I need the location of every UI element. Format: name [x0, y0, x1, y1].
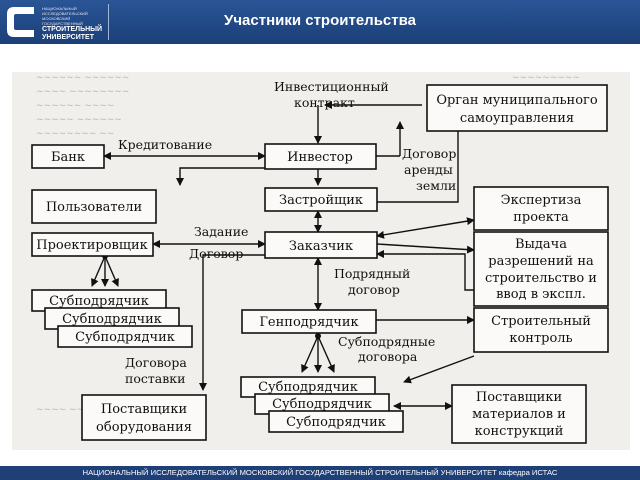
logo-small-text: НАЦИОНАЛЬНЫЙ ИССЛЕДОВАТЕЛЬСКИЙ МОСКОВСКИ…	[42, 6, 88, 26]
box-designer: Проектировщик	[31, 232, 154, 257]
label-assignment: Задание	[194, 224, 248, 239]
general-subcontractor-stack: Субподрядчик Субподрядчик Субподрядчик	[240, 376, 404, 433]
svg-text:~~~~ ~~: ~~~~ ~~	[36, 405, 84, 415]
svg-text:~~~~ ~~~~~~~~: ~~~~ ~~~~~~~~	[36, 87, 129, 97]
box-users: Пользователи	[31, 189, 157, 224]
box-permits-line-3: строительство и	[485, 271, 597, 286]
box-municipal: Орган муниципального самоуправления	[426, 84, 608, 132]
general-subcontractor-1: Субподрядчик	[258, 380, 358, 395]
box-bank-label: Банк	[51, 150, 85, 165]
general-subcontractor-3: Субподрядчик	[286, 415, 386, 430]
label-subcontracts-line-1: Субподрядные	[338, 334, 435, 349]
diagram-scan: ~~~~~~ ~~~~~~ ~~~~ ~~~~~~~~ ~~~~~~ ~~~~ …	[12, 72, 630, 450]
box-material-suppliers: Поставщики материалов и конструкций	[451, 384, 587, 444]
designer-subcontractor-stack: Субподрядчик Субподрядчик Субподрядчик	[31, 289, 193, 348]
box-investor: Инвестор	[264, 143, 377, 170]
label-supply-contracts-line-2: поставки	[125, 371, 185, 386]
background-scan-text: ~~~~~~ ~~~~~~ ~~~~ ~~~~~~~~ ~~~~~~ ~~~~ …	[36, 73, 580, 415]
label-contract: Договор	[189, 246, 243, 261]
box-developer-label: Застройщик	[279, 193, 363, 208]
box-expertise-line-2: проекта	[513, 210, 569, 225]
box-general-contractor-label: Генподрядчик	[259, 315, 358, 330]
box-general-contractor: Генподрядчик	[241, 309, 377, 334]
box-expertise-line-1: Экспертиза	[501, 193, 582, 208]
participants-diagram: ~~~~~~ ~~~~~~ ~~~~ ~~~~~~~~ ~~~~~~ ~~~~ …	[31, 73, 609, 444]
box-designer-label: Проектировщик	[36, 238, 148, 253]
designer-subcontractor-2: Субподрядчик	[62, 312, 162, 327]
slide-title: Участники строительства	[224, 12, 416, 29]
box-construction-control: Строительный контроль	[473, 307, 609, 353]
svg-text:~~~~~ ~~~~~~: ~~~~~ ~~~~~~	[36, 115, 122, 125]
svg-text:~~~~~~~~ ~~: ~~~~~~~~ ~~	[36, 129, 114, 139]
footer-bar: НАЦИОНАЛЬНЫЙ ИССЛЕДОВАТЕЛЬСКИЙ МОСКОВСКИ…	[0, 466, 640, 480]
svg-text:~~~~~~~~~: ~~~~~~~~~	[512, 73, 580, 83]
box-equipment-suppliers-line-2: оборудования	[96, 420, 192, 435]
edge-labels: Инвестиционный контракт Кредитование Дог…	[118, 79, 456, 386]
label-contract-line-1: Подрядный	[334, 266, 410, 281]
box-customer-label: Заказчик	[289, 239, 353, 254]
box-construction-control-line-2: контроль	[509, 331, 572, 346]
logo-text: НАЦИОНАЛЬНЫЙ ИССЛЕДОВАТЕЛЬСКИЙ МОСКОВСКИ…	[42, 6, 106, 42]
svg-text:~~~~~~ ~~~~: ~~~~~~ ~~~~	[36, 101, 114, 111]
box-material-suppliers-line-2: материалов и	[472, 407, 566, 422]
box-permits-line-4: ввод в экспл.	[496, 287, 586, 302]
general-subcontractor-2: Субподрядчик	[272, 397, 372, 412]
label-investment-contract-line-1: Инвестиционный	[274, 79, 389, 94]
box-customer: Заказчик	[264, 231, 378, 259]
label-supply-contracts-line-1: Договора	[125, 355, 187, 370]
designer-subcontractor-1: Субподрядчик	[49, 294, 149, 309]
box-equipment-suppliers-line-1: Поставщики	[101, 402, 187, 417]
label-investment-contract-line-2: контракт	[294, 95, 355, 110]
label-land-lease-line-3: земли	[416, 178, 456, 193]
logo-line-2: УНИВЕРСИТЕТ	[42, 34, 94, 41]
connector-lines	[91, 101, 475, 410]
box-permits: Выдача разрешений на строительство и вво…	[473, 231, 609, 307]
box-municipal-line-1: Орган муниципального	[436, 93, 598, 108]
designer-subcontractor-3: Субподрядчик	[75, 330, 175, 345]
box-investor-label: Инвестор	[287, 150, 353, 165]
box-expertise: Экспертиза проекта	[473, 186, 609, 231]
box-equipment-suppliers: Поставщики оборудования	[81, 394, 207, 441]
box-users-label: Пользователи	[46, 200, 142, 215]
svg-text:~~~~~~ ~~~~~~: ~~~~~~ ~~~~~~	[36, 73, 129, 83]
box-material-suppliers-line-3: конструкций	[475, 424, 564, 439]
label-land-lease-line-2: аренды	[404, 162, 453, 177]
label-contract-line-2: договор	[348, 282, 400, 297]
label-crediting: Кредитование	[118, 137, 212, 152]
label-land-lease-line-1: Договор	[402, 146, 456, 161]
label-subcontracts-line-2: договора	[358, 349, 418, 364]
box-permits-line-2: разрешений на	[488, 254, 594, 269]
box-developer: Застройщик	[264, 187, 378, 212]
header-bar: НАЦИОНАЛЬНЫЙ ИССЛЕДОВАТЕЛЬСКИЙ МОСКОВСКИ…	[0, 0, 640, 44]
logo-divider	[108, 4, 109, 40]
logo-line-1: СТРОИТЕЛЬНЫЙ	[42, 26, 103, 33]
box-material-suppliers-line-1: Поставщики	[476, 390, 562, 405]
box-municipal-line-2: самоуправления	[460, 111, 574, 126]
box-permits-line-1: Выдача	[515, 237, 567, 252]
university-logo-icon	[7, 7, 34, 37]
box-bank: Банк	[31, 144, 105, 169]
box-construction-control-line-1: Строительный	[491, 314, 591, 329]
